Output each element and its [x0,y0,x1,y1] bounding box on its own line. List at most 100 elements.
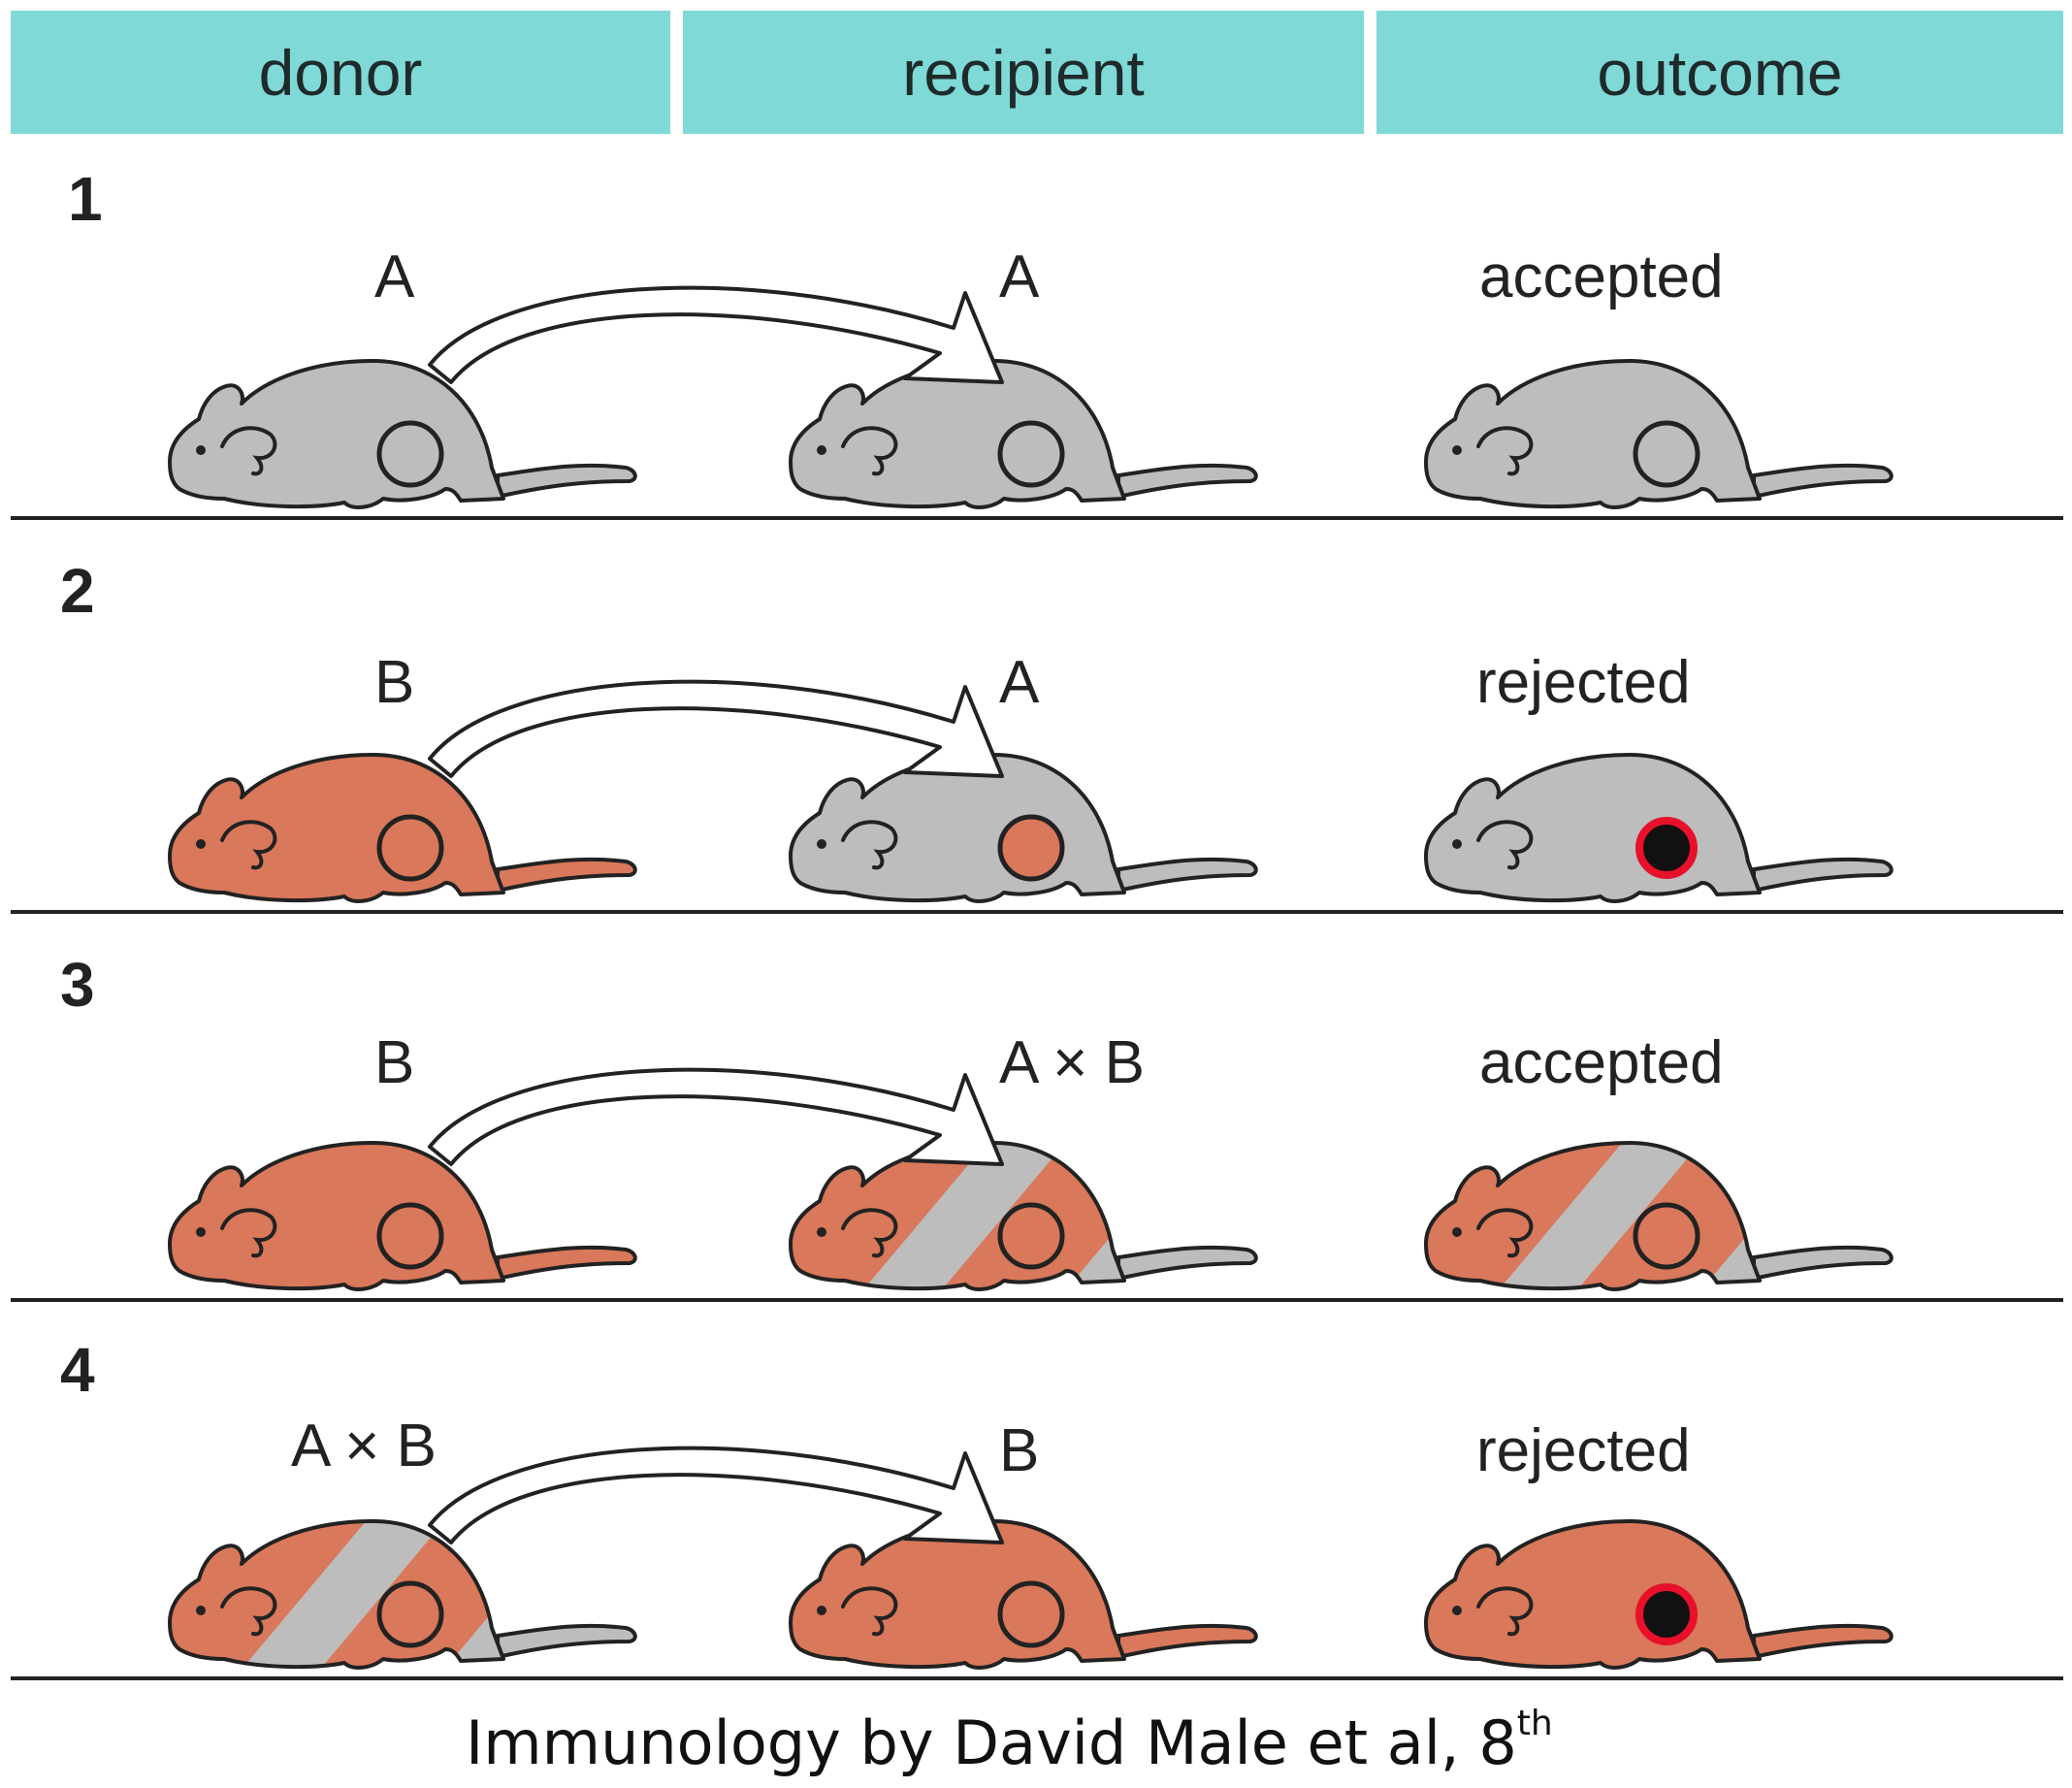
graft-site [997,814,1065,882]
mouse-tail [1117,1623,1258,1659]
mouse-recipient [789,753,1258,903]
mouse-donor [168,359,637,509]
mouse-eye [1452,839,1462,849]
mouse-ear [841,1208,898,1258]
header-donor: donor [11,11,670,134]
mouse-ear [220,820,277,870]
mouse-ear [841,1586,898,1637]
mouse-tail [1752,1245,1894,1281]
graft-site [1633,420,1700,488]
mouse-tail [1117,463,1258,499]
mouse-ear [1476,1208,1534,1258]
citation-text: Immunology by David Male et al, 8 [466,1707,1517,1778]
mouse-tail [1752,463,1894,499]
donor-strain-label: A [374,244,415,310]
transfer-arrow [428,285,1004,384]
recipient-strain-label: B [999,1417,1040,1484]
row-number: 3 [60,950,95,1020]
mouse-tail [496,857,637,893]
mouse-body [168,753,505,903]
mouse-eye [196,839,206,849]
mouse-outcome [1424,1141,1894,1291]
mouse-outcome [1424,753,1894,903]
mouse-eye [196,445,206,455]
mouse-eye [817,445,826,455]
mouse-tail [1117,1245,1258,1281]
mouse-body [168,1519,505,1670]
mouse-ear [1476,426,1534,476]
mouse-recipient [789,359,1258,509]
mouse-eye [196,1227,206,1237]
mouse-ear [220,426,277,476]
transfer-arrow [428,679,1004,778]
mouse-eye [817,1227,826,1237]
mouse-ear [1476,820,1534,870]
mouse-body [789,753,1126,903]
mouse-recipient [789,1141,1258,1291]
recipient-strain-label: A [999,649,1040,716]
donor-strain-label: A × B [291,1413,437,1479]
transfer-arrow [428,1067,1004,1166]
graft-site [1633,1202,1700,1270]
graft-site [376,1202,444,1270]
mouse-recipient [789,1519,1258,1670]
header-outcome: outcome [1376,11,2063,134]
mouse-body [789,1519,1126,1670]
mouse-donor [168,1141,637,1291]
rejected-graft [1635,1583,1698,1645]
mouse-body [1424,753,1762,903]
citation-superscript: th [1516,1704,1553,1743]
mouse-eye [817,839,826,849]
outcome-label: rejected [1476,649,1691,716]
transfer-arrow [428,1446,1004,1544]
outcome-label: accepted [1479,244,1724,310]
graft-site [997,420,1065,488]
mouse-body [1424,1141,1762,1291]
mouse-outcome [1424,359,1894,509]
mouse-tail [496,463,637,499]
graft-site [376,1580,444,1648]
graft-site [997,1580,1065,1648]
outcome-label: accepted [1479,1029,1724,1096]
mouse-tail [1752,1623,1894,1659]
recipient-strain-label: A × B [999,1029,1145,1096]
mouse-body [1424,1519,1762,1670]
mouse-donor [168,1519,637,1670]
mouse-ear [220,1586,277,1637]
mouse-donor [168,753,637,903]
mouse-ear [1476,1586,1534,1637]
mouse-body [168,359,505,509]
mouse-ear [841,426,898,476]
row-number: 1 [68,164,103,234]
graft-site [376,420,444,488]
mouse-tail [1752,857,1894,893]
mouse-eye [1452,1606,1462,1615]
graft-site [376,814,444,882]
mouse-eye [1452,1227,1462,1237]
outcome-label: rejected [1476,1417,1691,1484]
mouse-body [789,1141,1126,1291]
mouse-ear [841,820,898,870]
mouse-body [1424,359,1762,509]
mouse-body [789,359,1126,509]
mouse-tail [496,1245,637,1281]
header-recipient: recipient [683,11,1364,134]
mouse-tail [496,1623,637,1659]
mouse-eye [1452,445,1462,455]
mouse-body [168,1141,505,1291]
mouse-eye [817,1606,826,1615]
mouse-eye [196,1606,206,1615]
rejected-graft [1635,817,1698,879]
mouse-ear [220,1208,277,1258]
mouse-tail [1117,857,1258,893]
citation: Immunology by David Male et al, 8th [466,1704,1553,1778]
row-number: 4 [60,1335,95,1405]
row-number: 2 [60,556,95,626]
recipient-strain-label: A [999,244,1040,310]
mouse-outcome [1424,1519,1894,1670]
donor-strain-label: B [374,1029,415,1096]
graft-site [997,1202,1065,1270]
donor-strain-label: B [374,649,415,716]
